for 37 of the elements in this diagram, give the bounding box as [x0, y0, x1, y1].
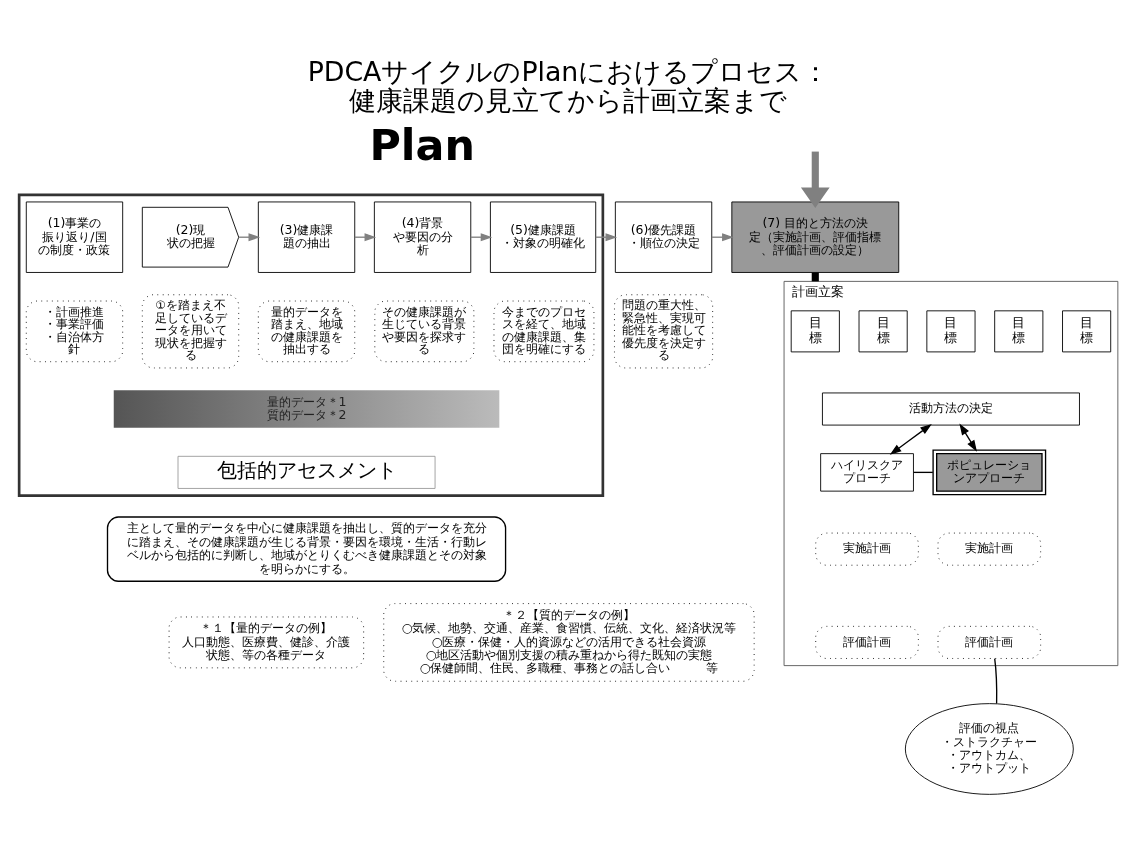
node-box: (4)背景や要因の分析	[373, 201, 472, 273]
arrow	[959, 423, 977, 452]
connector	[994, 657, 998, 705]
node-box: 包括的アセスメント	[177, 455, 436, 489]
node-box: (5)健康課題・対象の明確化	[489, 201, 597, 273]
node-box: ・計画推進・事業評価・自治体方針	[25, 300, 124, 363]
node-box: ハイリスクアプローチ	[820, 453, 914, 492]
node-box: 目標	[858, 310, 908, 353]
node-box: 問題の重大性、緊急性、実現可能性を考慮して優先度を決定する	[614, 294, 714, 369]
node-box: 目標	[926, 310, 976, 353]
node-box: 活動方法の決定	[822, 392, 1080, 426]
node-box: (1)事業の振り返り/国の制度・政策	[25, 201, 124, 273]
node-box: (7) 目的と方法の決定（実施計画、評価指標、評価計画の設定）	[731, 201, 900, 273]
node-box: その健康課題が生じている背景や要因を探求する	[374, 300, 475, 363]
node-box: (3)健康課題の抽出	[257, 201, 356, 273]
node-box: ①を踏まえ不足しているデータを用いて現状を把握する	[141, 294, 240, 369]
node-box: (6)優先課題・順位の決定	[614, 201, 713, 273]
node-box: 目標	[1062, 310, 1112, 353]
node-box: 評価計画	[815, 625, 919, 659]
node-ellipse: 評価の視点 ・ストラクチャー・アウトカム、・アウトプット	[904, 703, 1074, 795]
label: Plan	[369, 120, 475, 171]
node-box: 目標	[994, 310, 1044, 353]
connector	[811, 272, 819, 282]
node-box: 量的データ＊1 質的データ＊2	[113, 390, 500, 428]
arrow	[889, 423, 932, 455]
node-box: 量的データを踏まえ、地域の健康課題を抽出する	[257, 300, 356, 363]
arrow	[800, 151, 830, 208]
node-box: 目標	[790, 310, 840, 353]
node-box: 評価計画	[937, 625, 1042, 659]
node-box: 今までのプロセスを経て、地域の健康課題、集団を明確にする	[493, 300, 595, 363]
node-box: ＊２【質的データの例】 ○気候、地勢、交通、産業、食習慣、伝統、文化、経済状況等 ○医療・保健・人的資源などの活用できる社会資源 ○地区活動や個別支援の積み重ねから得た既知の実態 ○保健師間、住民、多職種、事務との話し合い 等	[383, 603, 755, 682]
node-box: 実施計画	[937, 532, 1042, 566]
node-box: 実施計画	[815, 532, 919, 566]
connector	[912, 471, 934, 474]
diagram-title: PDCAサイクルのPlanにおけるプロセス：健康課題の見立てから計画立案まで	[307, 55, 830, 117]
node-box: ＊１【量的データの例】 人口動態、医療費、健診、介護状態、等の各種データ	[168, 616, 365, 669]
node-box: 主として量的データを中心に健康課題を抽出し、質的データを充分に踏まえ、その健康課題が生じる背景・要因を環境・生活・行動レベルから包括的に判断し、地域がとりくむべき健康課題とその対象を明らかにする。	[106, 516, 507, 582]
